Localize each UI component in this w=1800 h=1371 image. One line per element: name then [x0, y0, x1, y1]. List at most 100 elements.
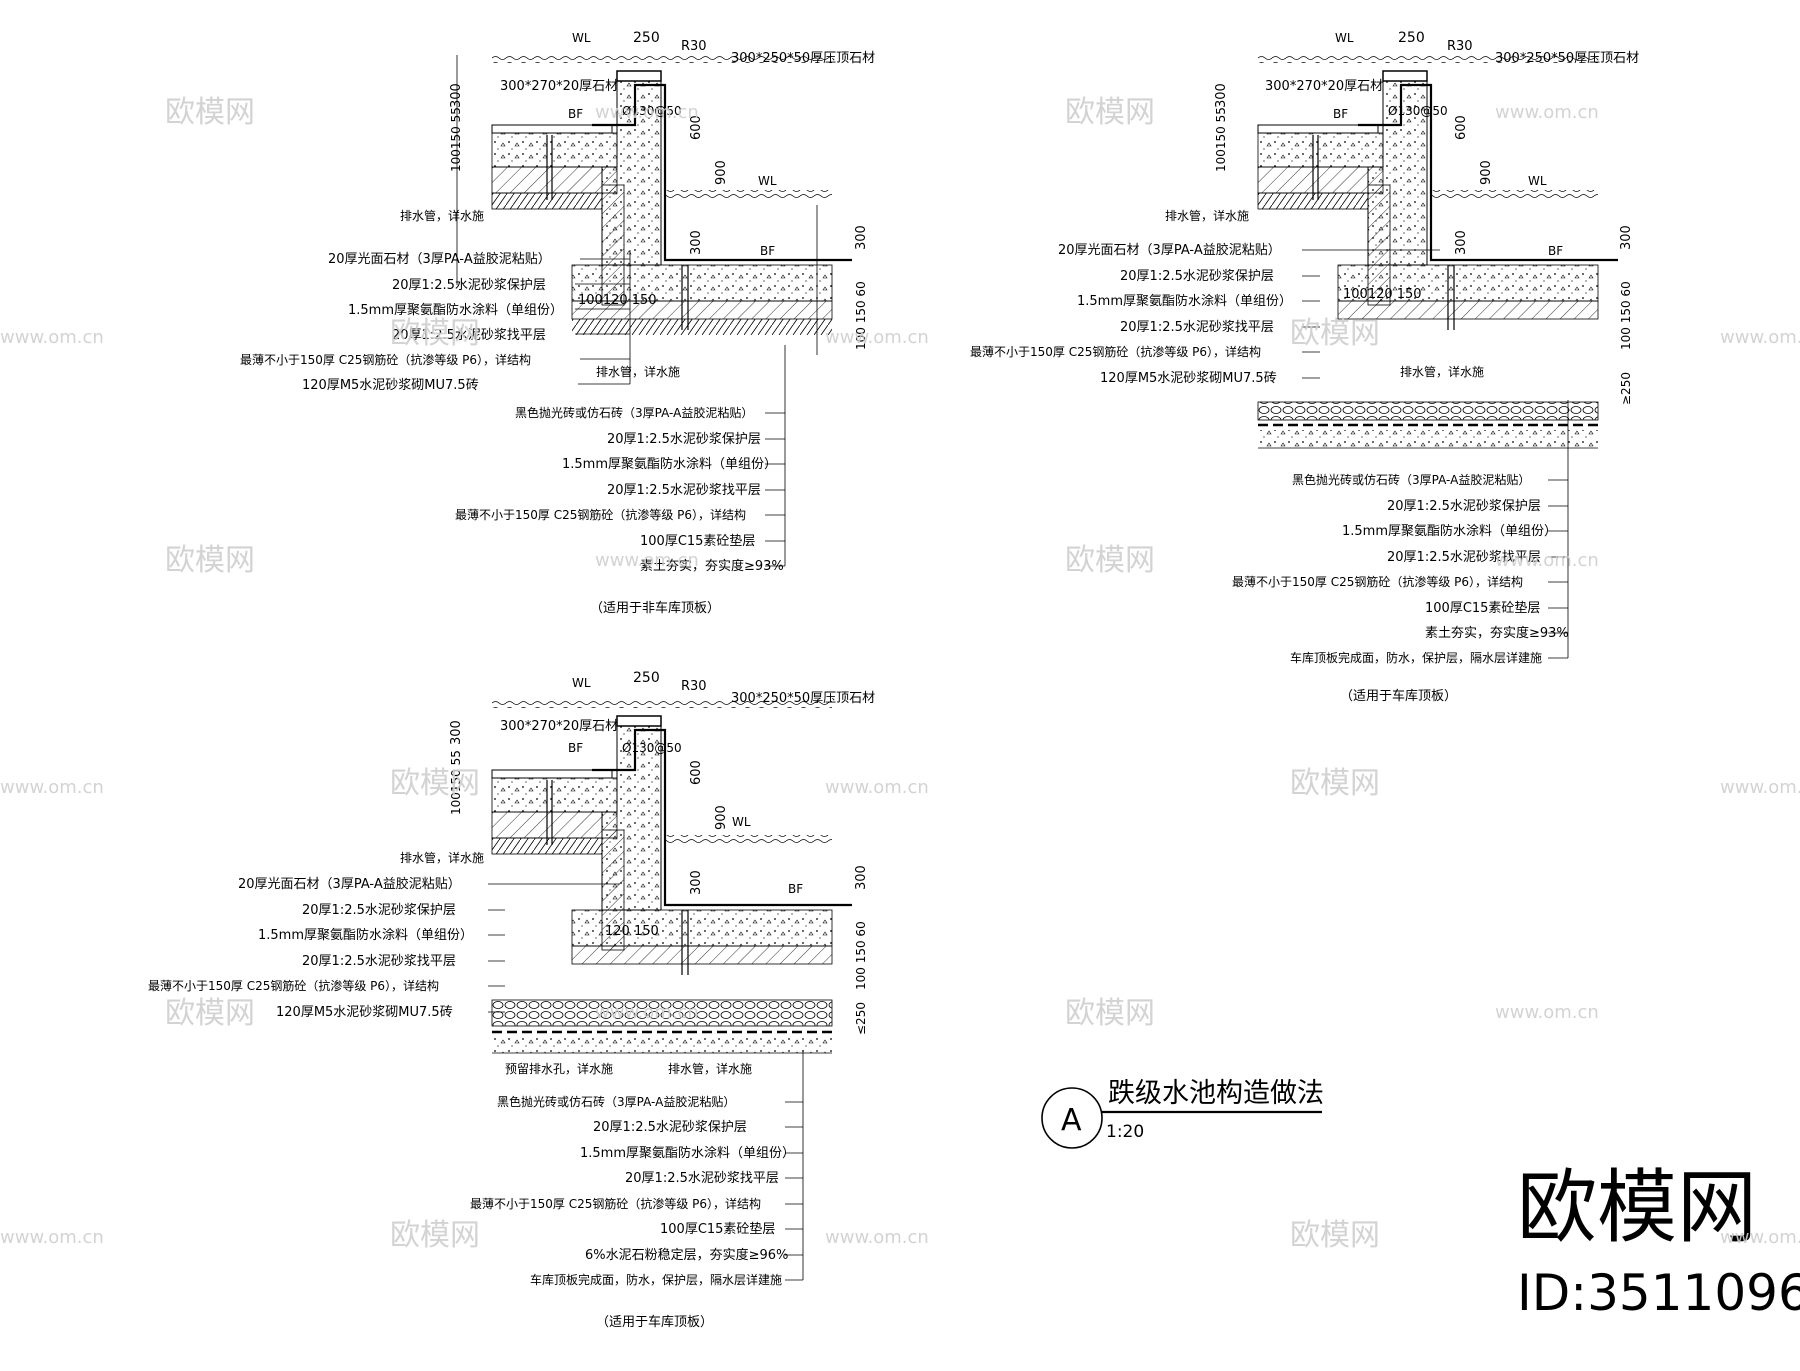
detail-3 [490, 698, 854, 1054]
d2-bf-lower: BF [1548, 244, 1563, 258]
d1-wall-layer-list: 20厚光面石材（3厚PA-A益胶泥粘贴） 20厚1:2.5水泥砂浆保护层 1.5… [240, 251, 563, 393]
d1-bf-upper: BF [568, 107, 583, 121]
d1-floor-layer-3: 20厚1:2.5水泥砂浆找平层 [607, 483, 761, 498]
watermark-logo: 欧模网 [390, 1218, 480, 1253]
d1-wall-layer-5: 120厚M5水泥砂浆砌MU7.5砖 [302, 378, 479, 393]
d2-wall-layer-list: 20厚光面石材（3厚PA-A益胶泥粘贴） 20厚1:2.5水泥砂浆保护层 1.5… [970, 242, 1292, 386]
title-block: A 跌级水池构造做法 1:20 [1041, 1078, 1324, 1149]
d3-floor-layer-7: 车库顶板完成面，防水，保护层，隔水层详建施 [530, 1272, 782, 1287]
d2-wall-layer-2: 1.5mm厚聚氨酯防水涂料（单组份） [1077, 293, 1292, 309]
d3-hole-label: 预留排水孔，详水施 [505, 1061, 613, 1076]
d1-floor-layer-6: 素土夯实，夯实度≥93% [640, 558, 784, 574]
detail-mark-circle [1041, 1087, 1103, 1149]
d2-floor-layer-0: 黑色抛光砖或仿石砖（3厚PA-A益胶泥粘贴） [1292, 472, 1530, 487]
watermark-logo: 欧模网 [1065, 95, 1155, 130]
watermark-url: www.om.cn [1495, 550, 1599, 571]
d3-floor-layer-1: 20厚1:2.5水泥砂浆保护层 [593, 1120, 747, 1135]
d2-drain-upper: 排水管，详水施 [1165, 208, 1249, 223]
d2-floor-layer-5: 100厚C15素砼垫层 [1425, 600, 1540, 616]
watermark-url: www.om.cn [595, 1002, 699, 1023]
d2-dim-r30: R30 [1447, 39, 1473, 54]
d3-drain-upper: 排水管，详水施 [400, 850, 484, 865]
d3-dim-250: 250 [633, 670, 660, 686]
watermark-url: www.om.cn [0, 327, 104, 348]
watermark-url: www.om.cn [595, 102, 699, 123]
d3-wl-upper: WL [572, 676, 591, 690]
d1-floor-layer-4: 最薄不小于150厚 C25钢筋砼（抗渗等级 P6），详结构 [455, 507, 746, 522]
d2-dim-250: 250 [1398, 30, 1425, 46]
d2-dim-300-right: 300 [1619, 225, 1634, 250]
watermark-url: www.om.cn [1720, 1227, 1800, 1248]
watermark-logo: 欧模网 [1290, 1218, 1380, 1253]
d1-wl-upper: WL [572, 31, 591, 45]
d2-floor-layer-2: 1.5mm厚聚氨酯防水涂料（单组份） [1342, 523, 1557, 539]
watermark-url: www.om.cn [0, 1227, 104, 1248]
watermark-logo: 欧模网 [1290, 316, 1380, 351]
d1-floor-leaders [765, 345, 786, 567]
d2-coping-label: 300*250*50厚压顶石材 [1495, 51, 1639, 66]
d3-wl-lower: WL [732, 815, 751, 829]
d3-floor-layer-6: 6%水泥石粉稳定层，夯实度≥96% [585, 1247, 788, 1263]
d1-floor-layer-1: 20厚1:2.5水泥砂浆保护层 [607, 432, 761, 447]
d2-wl-upper: WL [1335, 31, 1354, 45]
watermark-logo: 欧模网 [165, 996, 255, 1031]
d3-dim-300-right: 300 [854, 865, 869, 890]
d3-wall-layer-0: 20厚光面石材（3厚PA-A益胶泥粘贴） [238, 876, 461, 892]
d3-cap-label: 300*270*20厚石材 [500, 719, 618, 734]
d3-wall-layer-4: 最薄不小于150厚 C25钢筋砼（抗渗等级 P6），详结构 [148, 978, 439, 993]
d1-dim-300-right: 300 [854, 225, 869, 250]
d1-wall-layer-4: 最薄不小于150厚 C25钢筋砼（抗渗等级 P6），详结构 [240, 352, 531, 367]
watermarks: 欧模网 欧模网 欧模网 欧模网 欧模网 欧模网 欧模网 欧模网 欧模网 欧模网 … [0, 95, 1800, 1253]
watermark-url: www.om.cn [825, 1227, 929, 1248]
d1-floor-layer-5: 100厚C15素砼垫层 [640, 533, 755, 549]
brand-block: 欧模网 ID:3511096 [1517, 1161, 1800, 1322]
d3-wall-layer-list: 20厚光面石材（3厚PA-A益胶泥粘贴） 20厚1:2.5水泥砂浆保护层 1.5… [148, 876, 473, 1020]
watermark-url: www.om.cn [1720, 777, 1800, 798]
watermark-logo: 欧模网 [390, 766, 480, 801]
d2-wall-layer-5: 120厚M5水泥砂浆砌MU7.5砖 [1100, 371, 1277, 386]
d3-dim-900: 900 [714, 805, 729, 830]
d1-dim-300-inner: 300 [689, 230, 704, 255]
d2-cap-label: 300*270*20厚石材 [1265, 79, 1383, 94]
d1-floor-layer-list: 黑色抛光砖或仿石砖（3厚PA-A益胶泥粘贴） 20厚1:2.5水泥砂浆保护层 1… [455, 405, 784, 574]
d3-drain-lower: 排水管，详水施 [668, 1061, 752, 1076]
watermark-url: www.om.cn [825, 327, 929, 348]
d3-floor-layer-2: 1.5mm厚聚氨酯防水涂料（单组份） [580, 1145, 795, 1161]
d3-wall-layer-5: 120厚M5水泥砂浆砌MU7.5砖 [276, 1005, 453, 1020]
d1-drain-upper: 排水管，详水施 [400, 208, 484, 223]
d3-floor-layer-list: 黑色抛光砖或仿石砖（3厚PA-A益胶泥粘贴） 20厚1:2.5水泥砂浆保护层 1… [470, 1094, 795, 1287]
detail-mark: A [1061, 1103, 1082, 1138]
d3-wall-layer-1: 20厚1:2.5水泥砂浆保护层 [302, 903, 456, 918]
d2-floor-leaders [1548, 400, 1569, 659]
d3-floor-layer-5: 100厚C15素砼垫层 [660, 1221, 775, 1237]
d3-dim-right-stack: 100 150 60 [854, 921, 868, 990]
d3-floor-leaders [785, 1050, 804, 1281]
d1-dim-base: 100120 150 [578, 293, 657, 308]
d1-dim-300: 300 [449, 83, 464, 108]
d3-floor-layer-3: 20厚1:2.5水泥砂浆找平层 [625, 1171, 779, 1186]
d3-dim-base: 120 150 [605, 924, 659, 939]
d1-wall-leaders [575, 250, 631, 385]
d1-caption: （适用于非车库顶板） [590, 600, 720, 616]
watermark-logo: 欧模网 [165, 95, 255, 130]
d3-floor-layer-4: 最薄不小于150厚 C25钢筋砼（抗渗等级 P6），详结构 [470, 1196, 761, 1211]
d2-bf-upper: BF [1333, 107, 1348, 121]
d1-bf-lower: BF [760, 244, 775, 258]
d3-wall-layer-2: 1.5mm厚聚氨酯防水涂料（单组份） [258, 927, 473, 943]
d2-wl-lower: WL [1528, 174, 1547, 188]
watermark-url: www.om.cn [1495, 102, 1599, 123]
d1-cap-label: 300*270*20厚石材 [500, 79, 618, 94]
d3-dim-300: 300 [449, 720, 464, 745]
d3-bf-upper: BF [568, 741, 583, 755]
watermark-logo: 欧模网 [1065, 543, 1155, 578]
drawing-title: 跌级水池构造做法 [1108, 1078, 1324, 1109]
d2-dim-right-stack: 100 150 60 [1619, 281, 1633, 350]
d2-floor-layer-3: 20厚1:2.5水泥砂浆找平层 [1387, 550, 1541, 565]
watermark-url: www.om.cn [825, 777, 929, 798]
brand-logo: 欧模网 [1517, 1161, 1757, 1254]
detail-2 [1256, 53, 1620, 449]
d1-wl-lower: WL [758, 174, 777, 188]
d2-wall-layer-4: 最薄不小于150厚 C25钢筋砼（抗渗等级 P6），详结构 [970, 344, 1261, 359]
watermark-logo: 欧模网 [1290, 766, 1380, 801]
